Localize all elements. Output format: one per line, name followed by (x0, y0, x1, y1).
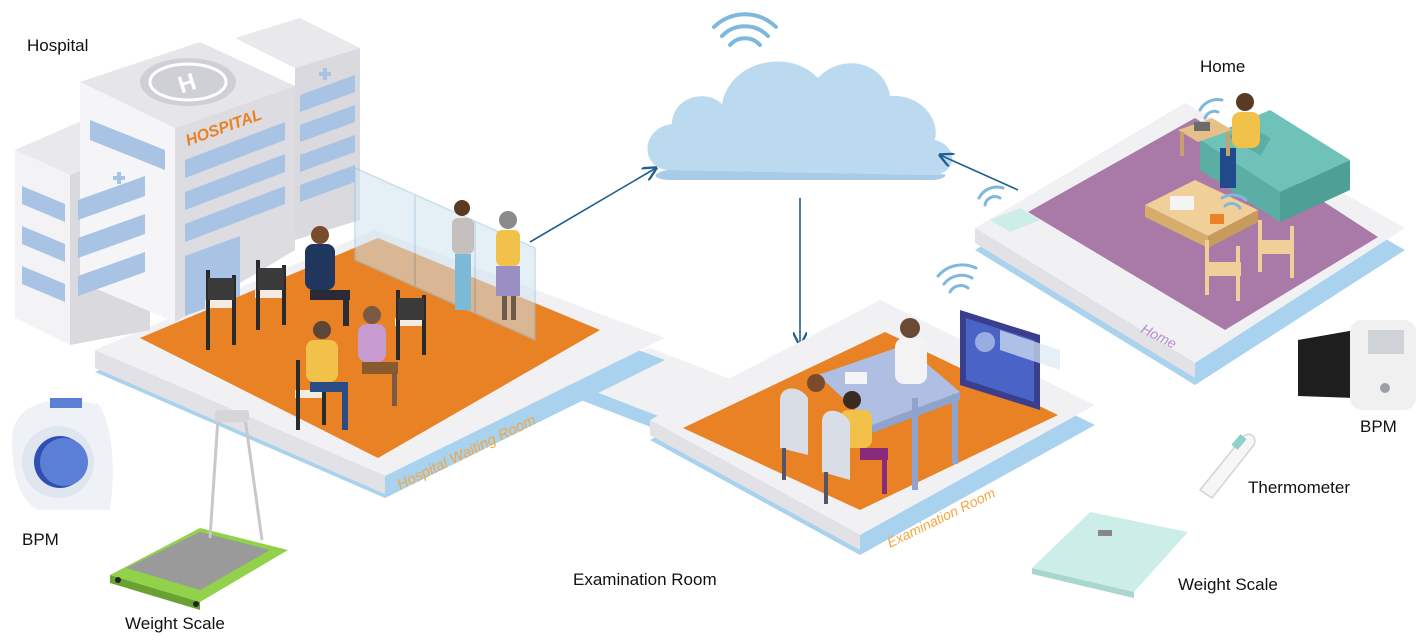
home-label: Home (1200, 57, 1246, 76)
home-wifi-icons (977, 98, 1248, 210)
thermometer-label: Thermometer (1248, 478, 1351, 497)
exam-room-scene (780, 263, 1060, 504)
weight-scale-right-label: Weight Scale (1178, 575, 1278, 594)
waiting-chairs (205, 260, 426, 430)
examination-room-label: Examination Room (573, 570, 717, 589)
waiting-people (305, 200, 520, 430)
weight-scale-right-icon (1032, 512, 1188, 598)
thermometer-icon (1198, 433, 1256, 500)
cloud-wifi-icon (712, 12, 778, 47)
person-standing-b (496, 211, 520, 320)
person-navy (305, 226, 350, 326)
arrow-home-to-cloud (940, 155, 1019, 191)
bpm-right-label: BPM (1360, 417, 1397, 436)
glass-partition (354, 166, 536, 342)
person-yellow (306, 321, 348, 430)
bpm-left-label: BPM (22, 530, 59, 549)
bpm-device-left-icon (12, 398, 113, 510)
doctor (895, 318, 927, 384)
exam-wifi-icon (936, 263, 978, 294)
arrow-hospital-to-cloud (529, 168, 656, 243)
data-flow-arrows (529, 155, 1019, 345)
weight-scale-left-icon (110, 410, 288, 610)
bpm-device-right-icon (1298, 320, 1416, 410)
home-person (1220, 93, 1260, 188)
monitor-icon (960, 310, 1060, 410)
home-scene (977, 93, 1350, 301)
cloud (647, 61, 953, 180)
weight-scale-left-label: Weight Scale (125, 614, 225, 633)
person-standing-a (452, 200, 474, 310)
hospital-label: Hospital (27, 36, 89, 55)
person-purple (358, 306, 398, 406)
hospital-building: H HOSPITAL (15, 18, 360, 345)
